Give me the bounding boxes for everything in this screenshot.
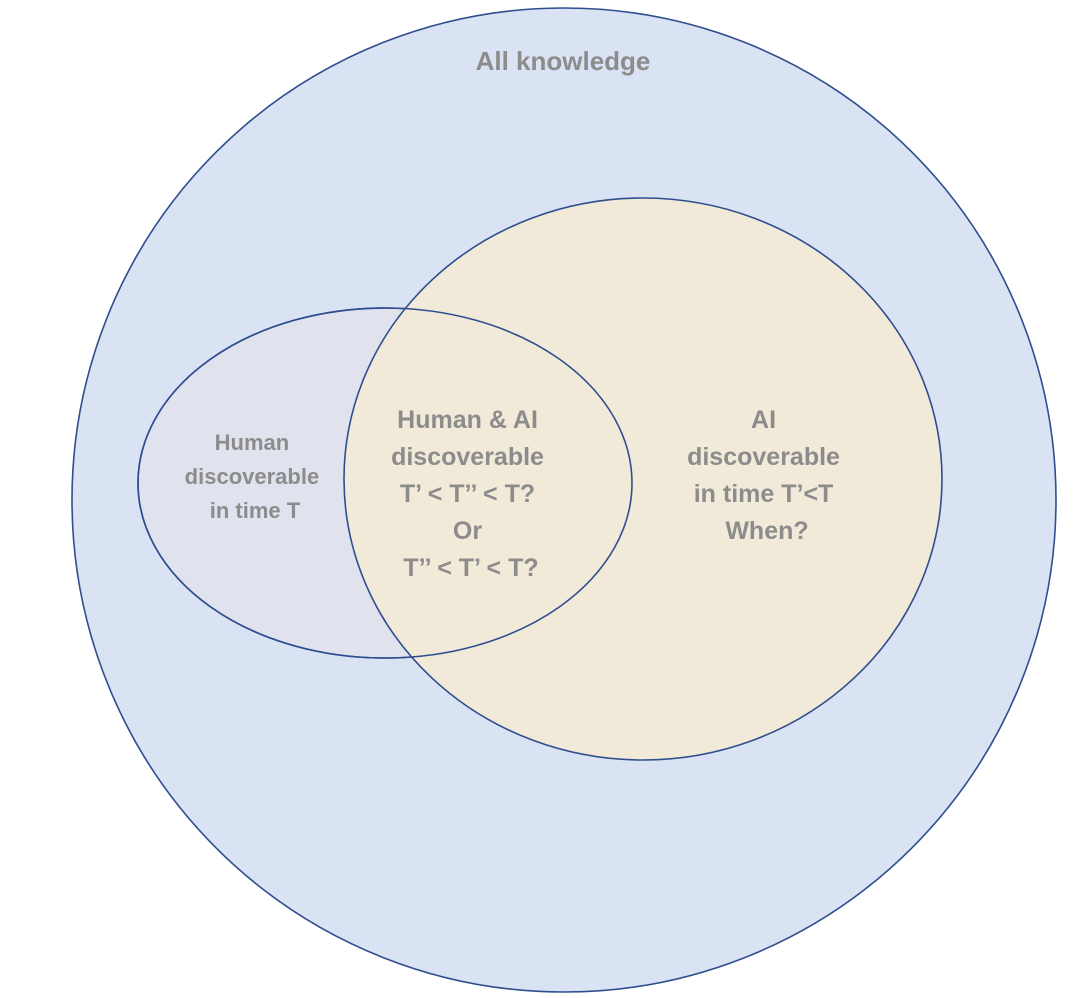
human-and-ai-line-3: T’ < T’’ < T? [400,480,535,508]
all-knowledge-line-1: All knowledge [476,46,651,76]
human-only-line-1: Human [215,430,290,455]
human-and-ai-line-5: T’’ < T’ < T? [403,554,538,582]
human-only-line-2: discoverable [185,464,320,489]
human-and-ai-line-4: Or [453,517,482,545]
ai-only-line-4: When? [725,517,808,545]
ai-ellipse [343,197,943,761]
human-and-ai-label: Human & AI discoverable T’ < T’’ < T? Or… [391,406,551,582]
human-only-label: Human discoverable in time T [185,430,326,523]
human-ellipse-outline [137,307,633,659]
all-knowledge-label: All knowledge [476,46,651,76]
human-and-ai-line-1: Human & AI [397,406,538,434]
ai-only-label: AI discoverable in time T’<T When? [687,406,847,545]
ai-only-line-2: discoverable [687,443,840,471]
ai-only-line-1: AI [751,406,776,434]
human-and-ai-line-2: discoverable [391,443,544,471]
ai-only-line-3: in time T’<T [694,480,834,508]
human-only-line-3: in time T [210,498,301,523]
